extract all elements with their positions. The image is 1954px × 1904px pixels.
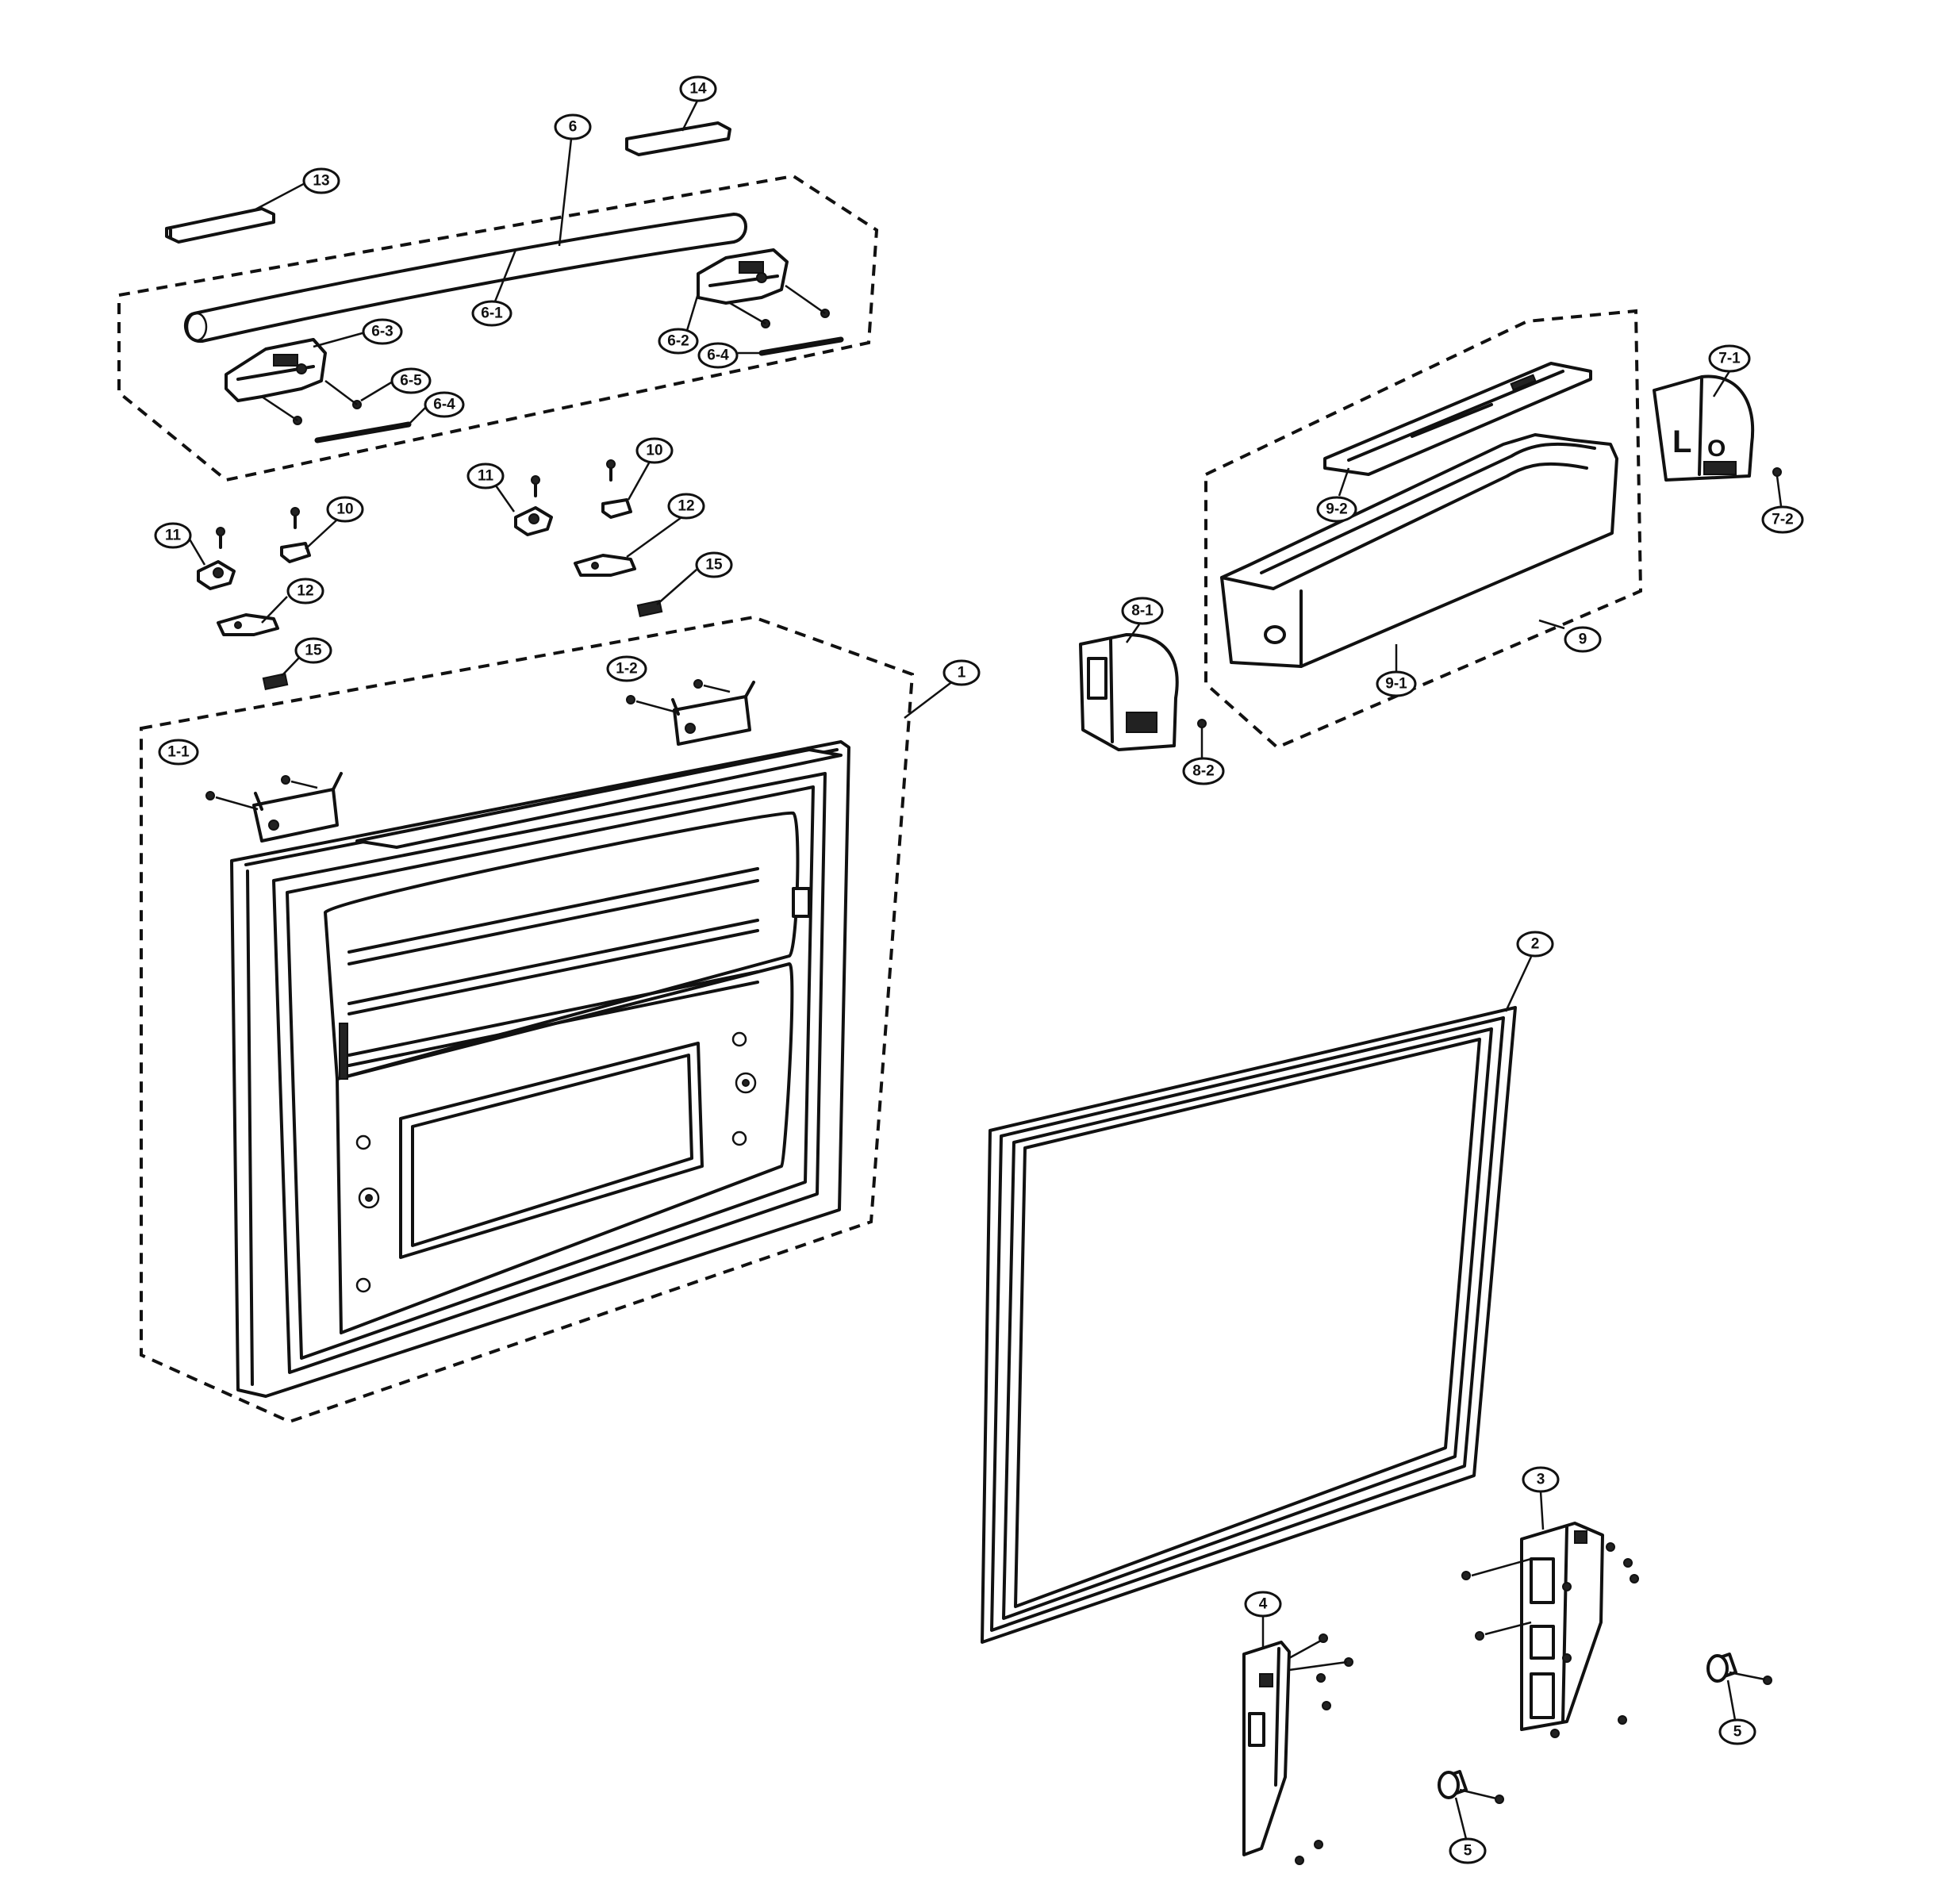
leader-lines bbox=[187, 98, 1783, 1840]
svg-text:8-2: 8-2 bbox=[1192, 763, 1214, 780]
svg-text:5: 5 bbox=[1733, 1724, 1742, 1741]
handle-assembly-outline bbox=[117, 174, 879, 482]
cap-letter-o: O bbox=[1707, 436, 1726, 462]
holder-left bbox=[197, 527, 236, 590]
label-guard-cover: 9-2 bbox=[1316, 496, 1357, 523]
label-handle-pad-left: 6-4 bbox=[424, 391, 465, 418]
label-handle-clip-left: 6-3 bbox=[362, 318, 403, 345]
svg-text:7-2: 7-2 bbox=[1772, 512, 1793, 528]
label-cap-left: 8-1 bbox=[1121, 597, 1164, 625]
stopper-left bbox=[280, 507, 311, 563]
svg-text:6-3: 6-3 bbox=[371, 324, 393, 340]
door-panel bbox=[230, 740, 850, 1398]
label-hinge-bracket-right: 1-2 bbox=[606, 655, 647, 682]
handle-clip-right bbox=[697, 248, 830, 328]
handle-clip-left bbox=[225, 338, 362, 425]
svg-text:12: 12 bbox=[678, 498, 694, 515]
handle-pad-left bbox=[314, 421, 412, 443]
hinge-bracket-left bbox=[205, 772, 343, 843]
cap-letter-l: L bbox=[1672, 424, 1691, 459]
spring-right bbox=[636, 600, 663, 617]
svg-text:7-1: 7-1 bbox=[1718, 351, 1741, 367]
svg-text:12: 12 bbox=[297, 583, 313, 600]
svg-text:6-5: 6-5 bbox=[400, 373, 422, 390]
cap-left bbox=[1079, 633, 1207, 751]
label-handle-pad-right: 6-4 bbox=[697, 342, 739, 369]
label-rail-left: 4 bbox=[1244, 1591, 1282, 1618]
label-hinge-bracket-left: 1-1 bbox=[158, 739, 199, 766]
svg-text:4: 4 bbox=[1259, 1596, 1268, 1613]
plate-right bbox=[574, 554, 636, 577]
label-stopper-left: 10 bbox=[326, 496, 364, 523]
svg-text:9: 9 bbox=[1579, 631, 1587, 648]
svg-text:13: 13 bbox=[313, 173, 329, 190]
svg-text:6-4: 6-4 bbox=[707, 347, 729, 364]
svg-text:6-4: 6-4 bbox=[433, 397, 455, 413]
label-handle-assembly: 6 bbox=[554, 113, 592, 140]
hinge-bracket-right bbox=[626, 679, 755, 746]
svg-text:11: 11 bbox=[165, 528, 182, 544]
svg-text:2: 2 bbox=[1531, 936, 1540, 953]
label-handle-clip-right: 6-2 bbox=[658, 328, 699, 355]
label-rail-right: 3 bbox=[1522, 1466, 1560, 1493]
svg-text:15: 15 bbox=[705, 557, 723, 574]
door-assembly-outline bbox=[140, 615, 915, 1424]
svg-text:8-1: 8-1 bbox=[1131, 603, 1154, 620]
svg-text:11: 11 bbox=[478, 468, 494, 485]
label-handle-bar: 6-1 bbox=[471, 300, 512, 327]
svg-text:9-1: 9-1 bbox=[1385, 676, 1407, 693]
svg-text:14: 14 bbox=[689, 81, 707, 98]
svg-text:9-2: 9-2 bbox=[1326, 501, 1347, 518]
spring-left bbox=[262, 673, 289, 690]
roller-right bbox=[1706, 1653, 1772, 1685]
svg-text:1-2: 1-2 bbox=[616, 661, 637, 678]
rail-left bbox=[1242, 1633, 1353, 1865]
rail-right bbox=[1461, 1522, 1639, 1738]
label-guard-assembly: 9 bbox=[1564, 626, 1602, 653]
svg-text:10: 10 bbox=[646, 443, 662, 459]
label-cover-left: 13 bbox=[302, 167, 340, 194]
guard-cover bbox=[1323, 362, 1592, 476]
holder-right bbox=[514, 475, 553, 536]
label-guard-bin: 9-1 bbox=[1376, 670, 1417, 697]
callout-labels: 6 6-1 6-3 6-5 6-4 6-2 6-4 13 bbox=[154, 75, 1804, 1864]
svg-text:1: 1 bbox=[958, 665, 966, 681]
stopper-right bbox=[601, 459, 632, 519]
guard-bin bbox=[1220, 433, 1618, 668]
label-holder-right: 11 bbox=[466, 463, 505, 489]
label-stopper-right: 10 bbox=[635, 437, 674, 464]
label-plate-left: 12 bbox=[286, 578, 324, 605]
svg-text:1-1: 1-1 bbox=[167, 744, 190, 761]
svg-text:15: 15 bbox=[305, 643, 322, 659]
label-cap-right: 7-1 bbox=[1708, 344, 1751, 373]
svg-text:6: 6 bbox=[569, 119, 578, 136]
label-handle-screw: 6-5 bbox=[390, 367, 432, 394]
svg-text:6-1: 6-1 bbox=[481, 305, 503, 322]
svg-text:6-2: 6-2 bbox=[667, 333, 689, 350]
label-plate-right: 12 bbox=[667, 493, 705, 520]
cover-right bbox=[625, 121, 731, 156]
handle-pad-right bbox=[758, 336, 844, 356]
roller-left bbox=[1438, 1770, 1504, 1804]
svg-text:5: 5 bbox=[1464, 1843, 1472, 1860]
cover-left bbox=[165, 207, 275, 244]
label-cap-left-screw: 8-2 bbox=[1182, 757, 1225, 785]
cap-right: L O bbox=[1653, 374, 1782, 482]
guard-assembly-outline bbox=[1204, 309, 1643, 750]
label-roller-left: 5 bbox=[1449, 1837, 1487, 1864]
label-door-assembly: 1 bbox=[942, 659, 981, 686]
label-gasket: 2 bbox=[1516, 931, 1554, 958]
svg-text:10: 10 bbox=[336, 501, 353, 518]
plate-left bbox=[217, 613, 279, 636]
handle-bar bbox=[183, 213, 747, 343]
label-cover-right: 14 bbox=[679, 75, 717, 102]
label-roller-right: 5 bbox=[1718, 1718, 1756, 1745]
label-spring-left: 15 bbox=[294, 637, 332, 664]
label-cap-right-screw: 7-2 bbox=[1761, 505, 1804, 534]
label-holder-left: 11 bbox=[154, 522, 192, 549]
label-spring-right: 15 bbox=[695, 551, 733, 578]
svg-text:3: 3 bbox=[1537, 1472, 1545, 1488]
gasket bbox=[981, 1006, 1517, 1644]
